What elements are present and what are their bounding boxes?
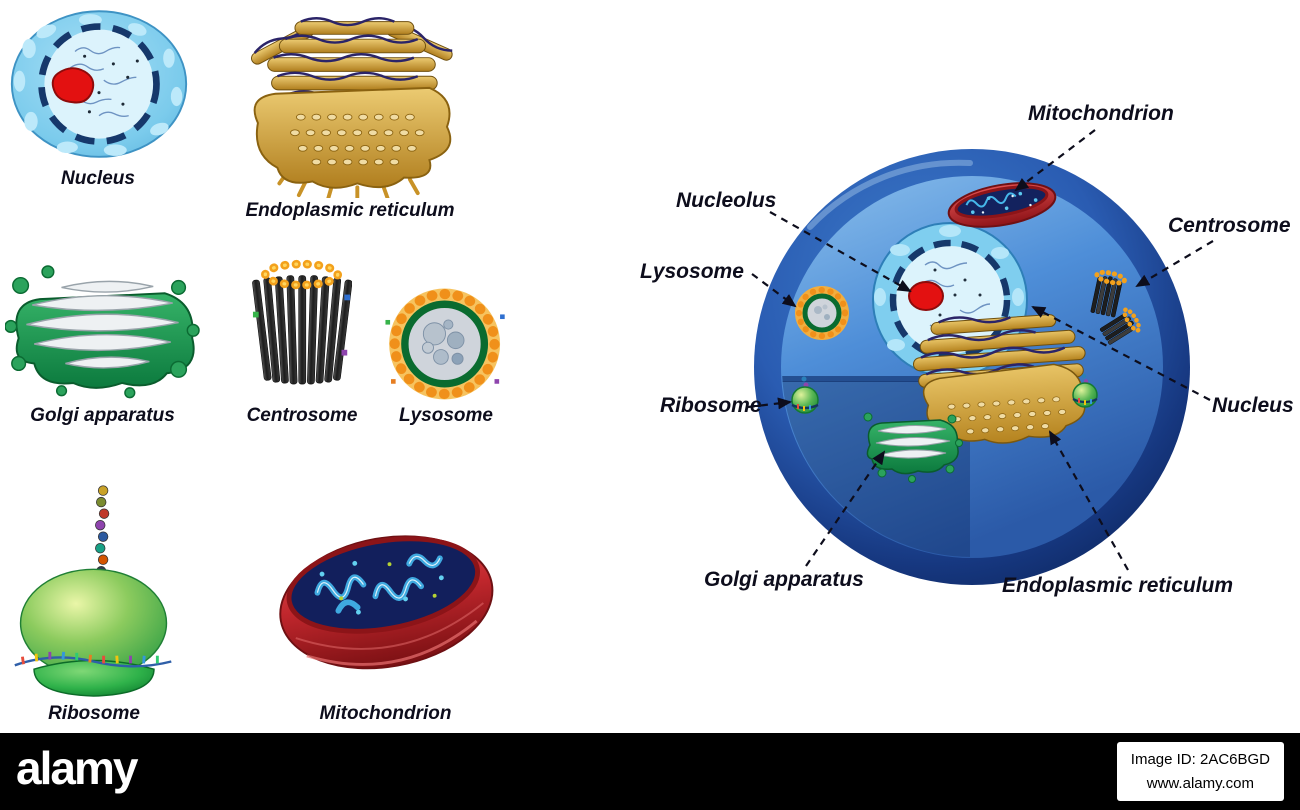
endoplasmic-reticulum-label: Endoplasmic reticulum bbox=[245, 200, 455, 221]
image-id-box: Image ID: 2AC6BGD www.alamy.com bbox=[1116, 742, 1284, 801]
cell-lysosome bbox=[795, 286, 849, 340]
cell-label-endoplasmic-reticulum: Endoplasmic reticulum bbox=[1002, 574, 1234, 597]
alamy-url-text: www.alamy.com bbox=[1146, 774, 1255, 792]
lysosome-label: Lysosome bbox=[399, 405, 493, 426]
cell-nucleolus bbox=[908, 281, 944, 311]
golgi-apparatus-illustration bbox=[5, 248, 200, 400]
nucleus-label: Nucleus bbox=[61, 168, 135, 189]
cell-label-mitochondrion: Mitochondrion bbox=[1028, 102, 1174, 125]
lysosome-illustration bbox=[380, 283, 512, 405]
cell-ribosome-left bbox=[791, 376, 819, 414]
centrosome-label: Centrosome bbox=[246, 405, 358, 426]
cell-label-ribosome: Ribosome bbox=[660, 394, 762, 417]
ribosome-label: Ribosome bbox=[48, 703, 140, 724]
cell-label-golgi-apparatus: Golgi apparatus bbox=[704, 568, 864, 591]
alamy-logo: alamy bbox=[16, 741, 138, 794]
nucleus-illustration bbox=[8, 5, 190, 165]
centrosome-illustration bbox=[252, 252, 352, 400]
mitochondrion-label: Mitochondrion bbox=[319, 703, 452, 724]
ribosome-illustration bbox=[10, 478, 178, 700]
cell-label-lysosome: Lysosome bbox=[640, 260, 744, 283]
alamy-watermark-bar: alamy Image ID: 2AC6BGD www.alamy.com bbox=[0, 733, 1300, 810]
cell-label-centrosome: Centrosome bbox=[1168, 214, 1291, 237]
nucleolus-shape bbox=[51, 67, 95, 104]
cell-golgi-apparatus bbox=[863, 412, 963, 483]
cell-illustration bbox=[750, 145, 1200, 590]
mitochondrion-illustration bbox=[268, 505, 503, 690]
golgi-apparatus-label: Golgi apparatus bbox=[30, 405, 175, 426]
cell-label-nucleolus: Nucleolus bbox=[676, 189, 777, 212]
cell-mitochondrion bbox=[947, 182, 1057, 228]
image-id-text: Image ID: 2AC6BGD bbox=[1130, 751, 1270, 769]
endoplasmic-reticulum-illustration bbox=[238, 8, 463, 198]
cell-label-nucleus: Nucleus bbox=[1212, 394, 1294, 417]
